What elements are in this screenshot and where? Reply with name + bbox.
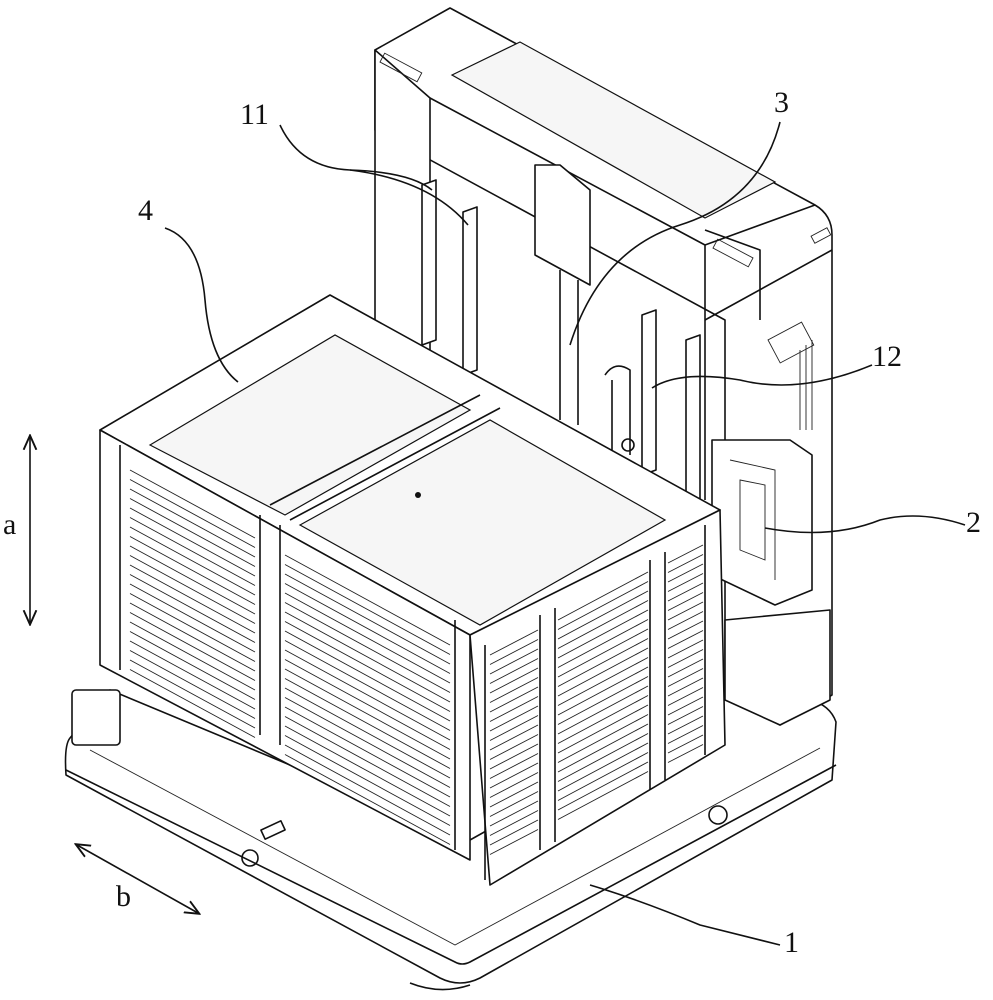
label-3: 3 [774, 88, 789, 118]
label-12: 12 [872, 342, 902, 372]
label-2: 2 [966, 508, 981, 538]
label-11: 11 [240, 100, 269, 130]
label-direction-a: a [3, 510, 16, 540]
label-1: 1 [784, 928, 799, 958]
label-direction-b: b [116, 882, 131, 912]
label-4: 4 [138, 196, 153, 226]
